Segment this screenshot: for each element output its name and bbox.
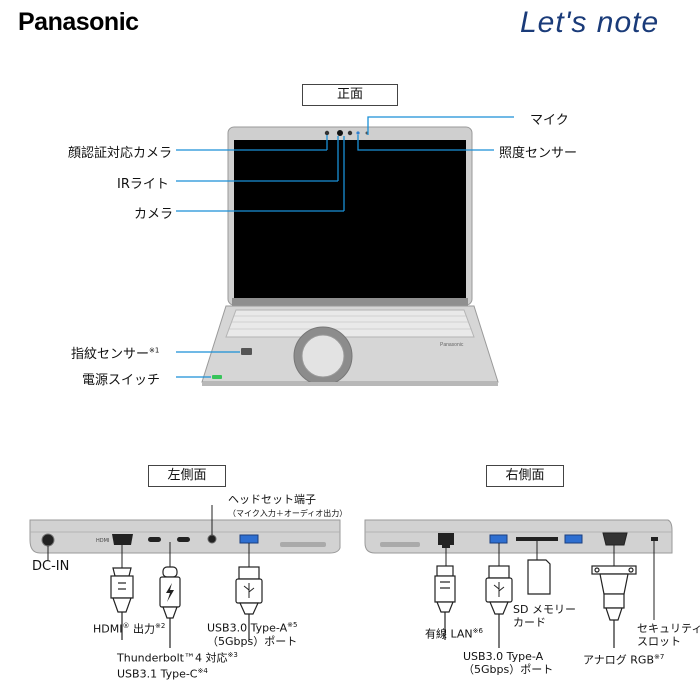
keyboard-brand-text: Panasonic	[440, 342, 464, 348]
sd-slot	[516, 537, 558, 541]
keyboard-keys	[228, 315, 472, 330]
power-switch	[212, 375, 222, 379]
front-section-title: 正面	[302, 84, 398, 106]
right-usb-a-label: USB3.0 Type-A（5Gbps）ポート	[463, 650, 554, 676]
right-usb-a-plug	[485, 565, 513, 648]
left-side-section-title: 左側面	[148, 465, 226, 487]
front-edge	[202, 382, 498, 386]
right-side-section-title: 右側面	[486, 465, 564, 487]
keyboard-area	[225, 309, 475, 338]
hdmi-port-mark: HDMI	[96, 538, 110, 544]
lan-plug	[434, 565, 456, 640]
sd-card-label: SD メモリーカード	[513, 603, 576, 629]
mic-label: マイク	[530, 113, 569, 128]
lets-note-logo: Let's note	[520, 6, 660, 39]
front-callout-lines	[176, 116, 514, 378]
ir-light-label: IRライト	[117, 177, 169, 192]
usb-c-port-2	[177, 537, 190, 542]
right-usb-a-port-1	[489, 534, 508, 544]
security-slot	[651, 537, 658, 541]
fingerprint-label: 指紋センサー※1	[71, 346, 160, 362]
face-camera-label: 顔認証対応カメラ	[68, 146, 173, 161]
right-usb-a-port-2	[564, 534, 583, 544]
touch-pad	[301, 334, 345, 378]
dc-in-label: DC-IN	[32, 559, 70, 574]
headset-label: ヘッドセット端子（マイク入力＋オーディオ出力）	[228, 493, 348, 518]
face-camera-dot	[324, 130, 330, 136]
security-slot-label: セキュリティスロット	[637, 622, 700, 648]
right-usb-trident-icon	[493, 582, 505, 597]
thunderbolt-bolt-icon	[166, 583, 174, 602]
hdmi-port	[112, 534, 133, 545]
usb-trident-icon	[243, 583, 255, 598]
laptop-hinge	[232, 298, 468, 306]
hdmi-label: HDMI® 出力※2	[93, 622, 166, 636]
left-side-foot	[280, 542, 326, 547]
usb-c-port-1	[148, 537, 161, 542]
camera-dot	[347, 130, 353, 136]
analog-rgb-label: アナログ RGB※7	[583, 653, 665, 667]
vga-port	[602, 532, 628, 546]
light-sensor-label: 照度センサー	[499, 146, 578, 161]
panasonic-logo: Panasonic	[18, 8, 139, 36]
left-usb-a-label: USB3.0 Type-A※5（5Gbps）ポート	[207, 621, 298, 648]
lan-label: 有線 LAN※6	[425, 627, 483, 641]
right-side-foot	[380, 542, 420, 547]
vga-plug	[591, 565, 637, 648]
left-side-body	[29, 519, 341, 554]
ir-light-dot	[337, 130, 343, 136]
laptop-screen	[234, 140, 466, 298]
camera-label: カメラ	[134, 207, 174, 222]
fingerprint-sensor	[241, 348, 252, 355]
sd-card	[527, 559, 551, 595]
hdmi-plug	[110, 567, 134, 640]
light-sensor-dot	[356, 131, 360, 135]
lan-port	[438, 533, 454, 548]
power-switch-label: 電源スイッチ	[82, 373, 161, 388]
